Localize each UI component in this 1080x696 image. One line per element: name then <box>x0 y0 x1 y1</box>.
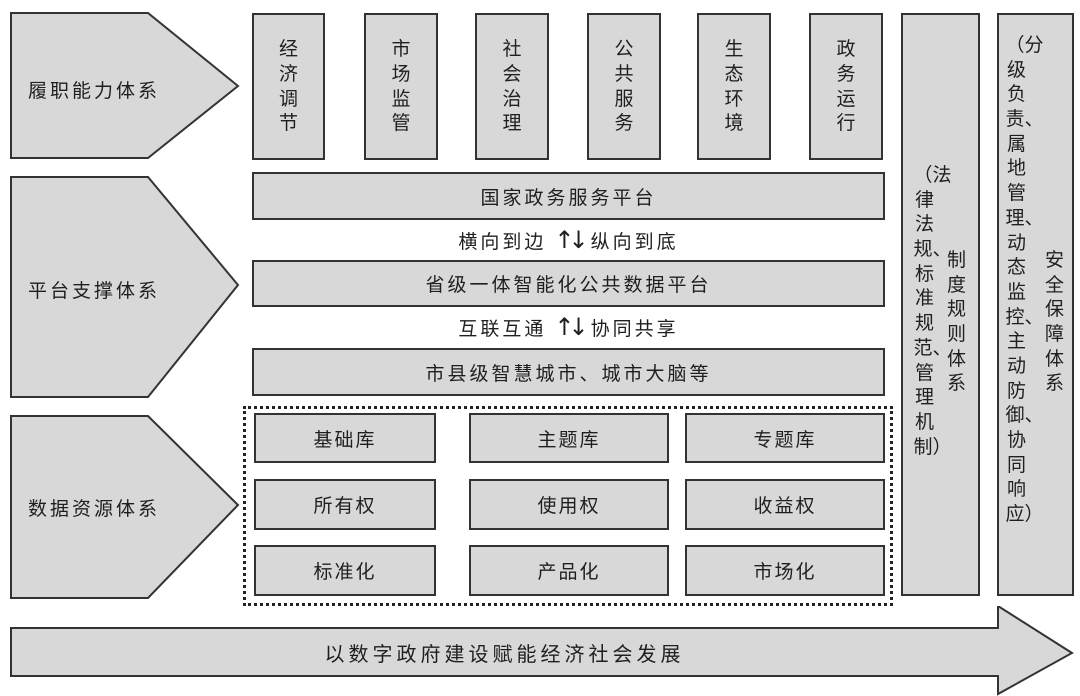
chevron-platform-label: 平台支撑体系 <box>28 280 161 302</box>
data-cell: 基础库 <box>254 413 436 463</box>
chevron-platform-shape <box>10 176 240 398</box>
capability-label: 经济调节 <box>278 38 298 135</box>
left-chevrons <box>10 12 240 599</box>
data-cell-label: 所有权 <box>313 495 377 517</box>
data-cell: 专题库 <box>685 413 885 463</box>
data-cell: 使用权 <box>469 479 669 530</box>
data-cell-label: 使用权 <box>537 495 601 517</box>
data-cell: 标准化 <box>254 545 436 596</box>
up-down-arrows-icon: ↑↓ <box>554 226 588 254</box>
capability-social-governance: 社会治理 <box>475 13 549 160</box>
capability-label: 生态环境 <box>724 38 744 135</box>
capability-economic-regulation: 经济调节 <box>252 13 325 160</box>
capability-government-operation: 政务运行 <box>809 13 883 160</box>
security-note: （分级负责、属地管理、动态监控、主动防御、协同响应） <box>1005 34 1044 526</box>
connector-2: 互联互通 ↑↓ 协同共享 <box>252 309 885 345</box>
bottom-arrow <box>10 606 1074 696</box>
connector-2-left: 互联互通 <box>458 317 547 340</box>
city-platform-label: 市县级智慧城市、城市大脑等 <box>425 362 712 385</box>
data-cell: 市场化 <box>685 545 885 596</box>
security-title: 安全保障体系 <box>1044 249 1064 395</box>
national-platform-label: 国家政务服务平台 <box>480 186 657 209</box>
system-rules-title: 制度规则体系 <box>946 249 966 395</box>
system-rules-note: （法律法规、标准规范、管理机制） <box>913 164 952 458</box>
provincial-platform-label: 省级一体智能化公共数据平台 <box>425 274 712 296</box>
city-platform-bar: 市县级智慧城市、城市大脑等 <box>252 348 885 396</box>
security-column: （分级负责、属地管理、动态监控、主动防御、协同响应） 安全保障体系 <box>997 13 1074 596</box>
capability-market-supervision: 市场监管 <box>364 13 438 160</box>
connector-1-right: 纵向到底 <box>590 230 679 253</box>
connector-2-right: 协同共享 <box>590 317 679 340</box>
chevron-data-shape <box>10 415 240 599</box>
chevron-fulfillment-shape <box>10 12 240 159</box>
bottom-arrow-label: 以数字政府建设赋能经济社会发展 <box>324 641 685 666</box>
data-cell-label: 标准化 <box>313 561 377 583</box>
data-cell-label: 基础库 <box>313 428 377 451</box>
data-cell-label: 产品化 <box>537 561 601 583</box>
data-cell: 所有权 <box>254 479 436 530</box>
data-cell-label: 主题库 <box>537 428 601 451</box>
data-cell: 收益权 <box>685 479 885 530</box>
capability-label: 政务运行 <box>836 38 856 135</box>
system-rules-column: （法律法规、标准规范、管理机制） 制度规则体系 <box>901 13 980 596</box>
data-cell: 主题库 <box>469 413 669 463</box>
data-cell-label: 市场化 <box>753 561 817 583</box>
capability-label: 社会治理 <box>502 38 522 135</box>
data-resource-frame <box>243 406 893 606</box>
chevron-data-label: 数据资源体系 <box>28 498 161 520</box>
capability-label: 公共服务 <box>614 38 634 135</box>
connector-1: 横向到边 ↑↓ 纵向到底 <box>252 222 885 258</box>
connector-1-left: 横向到边 <box>458 230 547 253</box>
capability-label: 市场监管 <box>391 38 411 135</box>
data-cell-label: 收益权 <box>753 495 817 517</box>
up-down-arrows-icon: ↑↓ <box>554 313 588 341</box>
provincial-platform-bar: 省级一体智能化公共数据平台 <box>252 260 885 307</box>
data-cell: 产品化 <box>469 545 669 596</box>
capability-ecological-environment: 生态环境 <box>697 13 771 160</box>
bottom-arrow-shape <box>10 606 1074 696</box>
national-platform-bar: 国家政务服务平台 <box>252 172 885 220</box>
data-cell-label: 专题库 <box>753 428 817 451</box>
chevron-fulfillment-label: 履职能力体系 <box>28 80 161 102</box>
capability-public-service: 公共服务 <box>587 13 661 160</box>
